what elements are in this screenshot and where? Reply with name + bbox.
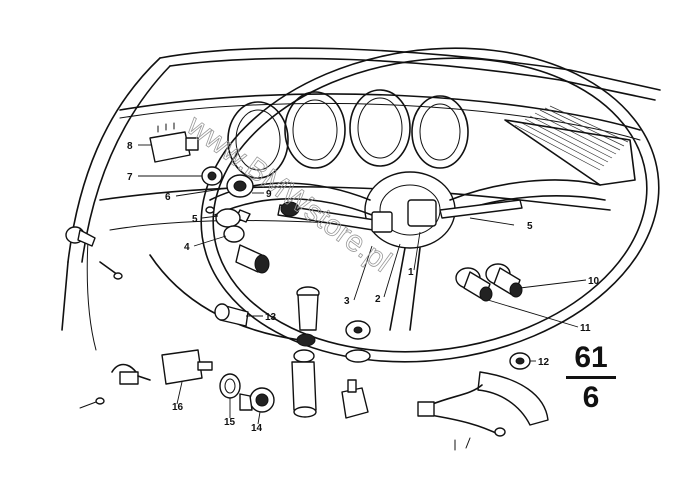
- callout-6: 6: [165, 192, 171, 203]
- section-group-number: 61: [574, 341, 608, 374]
- part-7-ring: [201, 166, 223, 186]
- wiring-harness: [417, 371, 549, 451]
- callout-1: 1: [408, 267, 414, 278]
- callout-13: 13: [265, 312, 277, 323]
- callout-15: 15: [224, 417, 236, 428]
- instrument-cluster: [227, 89, 469, 179]
- callout-labels: 8 7 6 9 5 4 13 3 2 1 5 10 11 12 16 15 14: [127, 141, 600, 434]
- centre-knob-assembly: [341, 320, 371, 419]
- left-lock-cylinder: [65, 226, 123, 280]
- part-13-holder: [214, 303, 249, 327]
- part-10-switch: [485, 263, 523, 298]
- callout-3: 3: [344, 296, 350, 307]
- part-4-lighter: [205, 206, 270, 274]
- column-stalks: [277, 199, 523, 233]
- callout-12: 12: [538, 357, 550, 368]
- callout-9: 9: [266, 189, 272, 200]
- callout-8: 8: [127, 141, 133, 152]
- callout-14: 14: [251, 423, 263, 434]
- callout-16: 16: [172, 402, 184, 413]
- dashboard-outline: [61, 47, 661, 351]
- section-code: 61 6: [566, 342, 616, 414]
- section-divider: [566, 376, 616, 379]
- callout-2: 2: [375, 294, 381, 305]
- callout-10: 10: [588, 276, 600, 287]
- centre-tube-assembly: [291, 286, 320, 418]
- section-page-number: 6: [582, 381, 600, 414]
- callout-7: 7: [127, 172, 133, 183]
- part-11-switch: [455, 267, 493, 302]
- part-12-lamp: [509, 352, 531, 370]
- leader-lines: [138, 144, 587, 425]
- part-14-socket: [239, 387, 275, 413]
- part-6-lamp: [226, 174, 254, 198]
- part-8-switch: [149, 122, 199, 163]
- vent-grille: [504, 105, 636, 186]
- part-15-ring: [219, 373, 241, 399]
- callout-11: 11: [580, 323, 591, 334]
- part-16-relay: [161, 349, 213, 385]
- callout-5-left: 5: [192, 214, 198, 225]
- callout-4: 4: [184, 242, 190, 253]
- watermark-text: www.BMWstore.pl: [180, 108, 397, 278]
- callout-5-right: 5: [527, 221, 533, 232]
- small-bulb-wire: [79, 363, 151, 409]
